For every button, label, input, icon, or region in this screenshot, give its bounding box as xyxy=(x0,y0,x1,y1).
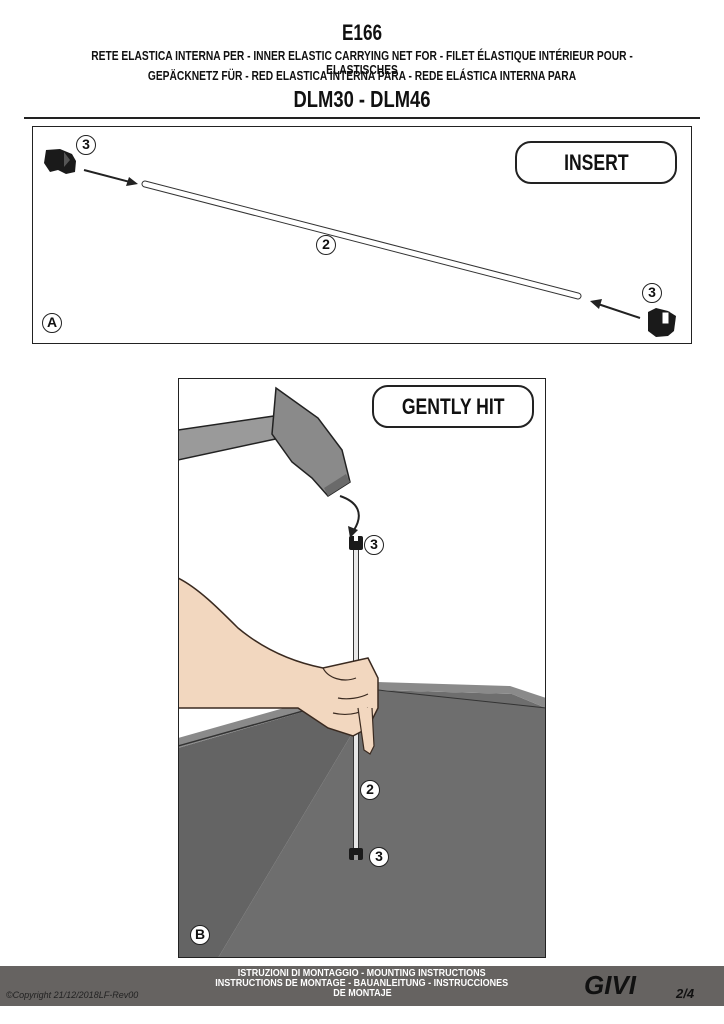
table-surface xyxy=(179,681,545,957)
end-cap-left-icon xyxy=(44,149,76,174)
footer-line-1: ISTRUZIONI DI MONTAGGIO - MOUNTING INSTR… xyxy=(238,968,486,979)
copyright-text: ©Copyright 21/12/2018LF-Rev00 xyxy=(6,990,139,1000)
callout-3: 3 xyxy=(369,847,389,867)
curved-arrow-icon xyxy=(339,494,360,538)
callout-2: 2 xyxy=(316,235,336,255)
title-line-1: RETE ELASTICA INTERNA PER - INNER ELASTI… xyxy=(91,49,633,77)
model-names: DLM30 - DLM46 xyxy=(293,86,431,112)
instruction-badge-insert: INSERT xyxy=(515,141,677,184)
footer-bar xyxy=(0,966,724,1006)
panel-b xyxy=(178,378,546,958)
end-cap-right-icon xyxy=(648,308,676,337)
hammer-icon xyxy=(179,386,351,497)
callout-2: 2 xyxy=(360,780,380,800)
end-cap-top-icon xyxy=(348,535,363,550)
panel-label-a: A xyxy=(42,313,62,333)
footer-line-2: INSTRUCTIONS DE MONTAGE - BAUANLEITUNG -… xyxy=(215,978,509,989)
givi-logo: GIVI xyxy=(584,970,637,998)
end-cap-bottom-icon xyxy=(348,847,363,860)
panel-a xyxy=(32,126,692,344)
svg-text:GIVI: GIVI xyxy=(584,970,637,998)
footer-line-3: DE MONTAJE xyxy=(332,988,392,999)
arrow-left-icon xyxy=(83,169,138,186)
callout-3: 3 xyxy=(364,535,384,555)
arrow-right-icon xyxy=(590,299,641,319)
panel-label-b: B xyxy=(190,925,210,945)
document-code: E166 xyxy=(341,20,383,45)
hand-holding-rod xyxy=(179,577,379,755)
header-divider xyxy=(24,117,700,119)
instruction-badge-gently-hit: GENTLY HIT xyxy=(372,385,534,428)
callout-3: 3 xyxy=(76,135,96,155)
panel-b-illustration xyxy=(179,386,545,957)
elastic-rod xyxy=(141,180,582,300)
callout-3: 3 xyxy=(642,283,662,303)
page-number: 2/4 xyxy=(676,986,695,1001)
title-line-2: GEPÄCKNETZ FÜR - RED ELASTICA INTERNA PA… xyxy=(147,69,577,83)
